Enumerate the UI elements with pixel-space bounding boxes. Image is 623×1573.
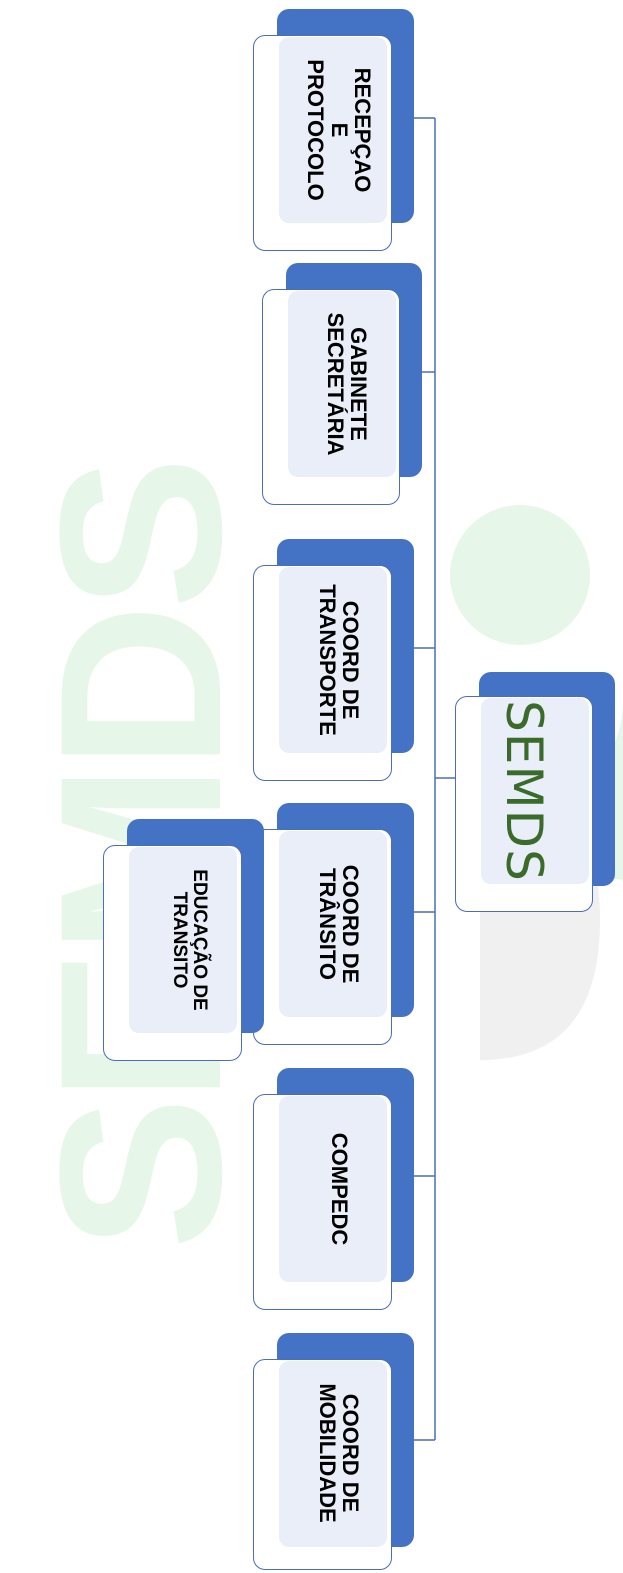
node-inner — [279, 37, 387, 223]
node-label-mobilidade: COORD DE MOBILIDADE — [315, 1383, 364, 1523]
node-coord-transporte: COORD DE TRANSPORTE — [253, 539, 415, 781]
node-gabinete-secretaria: GABINETE SECRETÁRIA — [262, 263, 422, 505]
node-label-transporte: COORD DE TRANSPORTE — [315, 584, 364, 736]
node-label-transito: COORD DE TRÂNSITO — [315, 864, 364, 984]
node-label-educacao: EDUCAÇÃO DE TRANSITO — [169, 869, 210, 1011]
node-label-compedc: COMPEDC — [326, 1132, 352, 1246]
node-recepcao-protocolo: RECEPÇAO E PROTOCOLO — [253, 9, 415, 251]
node-inner — [279, 1361, 387, 1547]
node-inner — [288, 291, 396, 477]
node-coord-mobilidade: COORD DE MOBILIDADE — [253, 1333, 415, 1570]
root-node-inner — [481, 698, 589, 884]
node-compedc: COMPEDC — [253, 1068, 415, 1310]
node-coord-transito: COORD DE TRÂNSITO — [253, 803, 415, 1045]
watermark-person-head — [450, 505, 590, 645]
root-node-label: SEMDS — [495, 700, 554, 882]
node-label-gabinete: GABINETE SECRETÁRIA — [323, 312, 372, 456]
root-node-semds: SEMDS — [455, 670, 615, 912]
node-inner — [129, 847, 237, 1033]
node-inner — [279, 1096, 387, 1282]
node-educacao-transito: EDUCAÇÃO DE TRANSITO — [103, 819, 265, 1061]
node-label-recepcao: RECEPÇAO E PROTOCOLO — [303, 59, 375, 201]
node-inner — [279, 567, 387, 753]
node-inner — [279, 831, 387, 1017]
